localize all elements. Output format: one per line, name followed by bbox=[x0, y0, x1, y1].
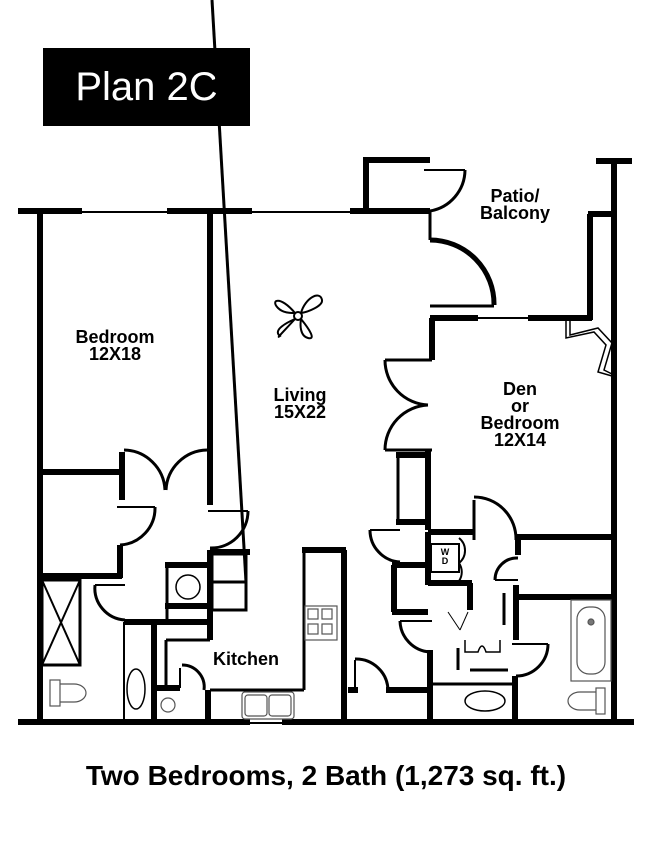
room-name: Kitchen bbox=[212, 649, 279, 669]
room-name: Bedroom bbox=[75, 327, 155, 347]
washer-dryer-label: W D bbox=[431, 548, 459, 566]
room-name: Bedroom bbox=[480, 413, 560, 433]
room-label-patio: Patio/ Balcony bbox=[465, 186, 565, 223]
room-label-den: Den or Bedroom 12X14 bbox=[460, 379, 580, 450]
room-label-living: Living 15X22 bbox=[250, 385, 350, 422]
room-name: Balcony bbox=[479, 203, 551, 223]
room-label-kitchen: Kitchen bbox=[196, 649, 296, 669]
room-name: Den bbox=[502, 379, 537, 399]
room-name: Patio/ bbox=[490, 186, 540, 206]
room-label-bedroom: Bedroom 12X18 bbox=[60, 327, 170, 364]
room-size: 12X18 bbox=[88, 344, 142, 364]
dryer-label: D bbox=[441, 556, 449, 566]
plan-title: Plan 2C bbox=[75, 64, 218, 109]
room-size: 12X14 bbox=[493, 430, 547, 450]
plan-caption: Two Bedrooms, 2 Bath (1,273 sq. ft.) bbox=[85, 760, 567, 791]
ceiling-fan-icon bbox=[274, 294, 323, 340]
room-name: or bbox=[511, 396, 529, 416]
washer-label: W bbox=[440, 547, 450, 557]
room-name: Living bbox=[273, 385, 327, 405]
room-size: 15X22 bbox=[273, 402, 327, 422]
